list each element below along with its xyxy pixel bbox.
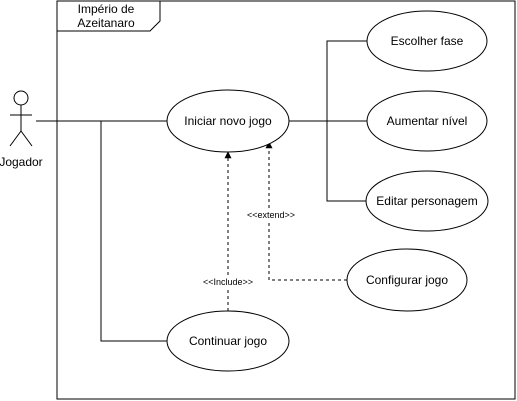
use-case-label: Configurar jogo: [366, 273, 448, 287]
use-case-label: Escolher fase: [391, 34, 464, 48]
include-relation: <<Include>>: [198, 151, 260, 311]
use-case-configurar-jogo[interactable]: Configurar jogo: [346, 248, 468, 312]
use-case-escolher-fase[interactable]: Escolher fase: [366, 10, 488, 72]
association-lines: [36, 40, 367, 342]
use-case-continuar-jogo[interactable]: Continuar jogo: [166, 310, 290, 372]
use-case-editar-personagem[interactable]: Editar personagem: [365, 170, 489, 232]
use-case-label: Iniciar novo jogo: [184, 114, 272, 128]
use-case-label: Editar personagem: [376, 194, 477, 208]
system-title-line2: Azeitanaro: [77, 16, 135, 30]
extend-relation: <<extend>>: [240, 141, 347, 281]
use-case-label: Continuar jogo: [189, 334, 267, 348]
system-boundary: Império de Azeitanaro: [56, 0, 516, 400]
include-label: <<Include>>: [203, 277, 253, 287]
use-case-iniciar-novo-jogo[interactable]: Iniciar novo jogo: [166, 89, 290, 153]
extend-label: <<extend>>: [247, 210, 295, 220]
actor-label: Jogador: [0, 155, 43, 169]
use-case-aumentar-nivel[interactable]: Aumentar nível: [366, 90, 488, 152]
actor-jogador[interactable]: Jogador: [0, 90, 43, 169]
system-title-line1: Império de: [78, 2, 135, 16]
use-case-label: Aumentar nível: [387, 114, 468, 128]
